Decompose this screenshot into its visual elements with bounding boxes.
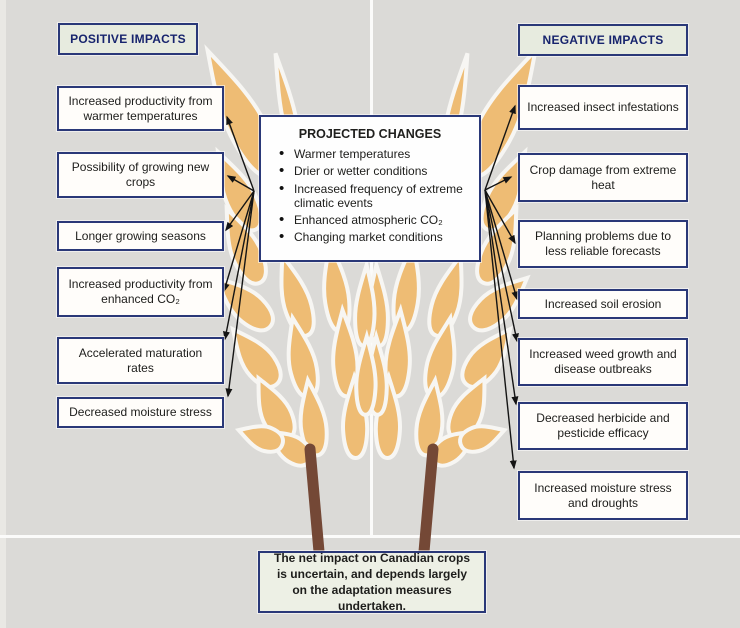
negative-impact-box-4: Increased soil erosion bbox=[518, 289, 688, 319]
projected-change-item: Increased frequency of extreme climatic … bbox=[277, 179, 469, 211]
projected-changes-list: Warmer temperatures Drier or wetter cond… bbox=[271, 145, 469, 247]
wheat-right-ear bbox=[367, 42, 552, 569]
negative-impact-box-1: Increased insect infestations bbox=[518, 85, 688, 130]
negative-impact-box-7: Increased moisture stress and droughts bbox=[518, 471, 688, 520]
left-edge-highlight bbox=[0, 0, 6, 628]
wheat-stem-left bbox=[304, 443, 326, 569]
negative-impacts-header: NEGATIVE IMPACTS bbox=[518, 24, 688, 56]
negative-impact-box-5: Increased weed growth and disease outbre… bbox=[518, 338, 688, 386]
wheat-left-ear bbox=[191, 42, 376, 569]
positive-impact-box-6: Decreased moisture stress bbox=[57, 397, 224, 428]
positive-impact-box-1: Increased productivity from warmer tempe… bbox=[57, 86, 224, 131]
positive-impact-box-5: Accelerated maturation rates bbox=[57, 337, 224, 384]
positive-impact-box-4: Increased productivity from enhanced CO₂ bbox=[57, 267, 224, 317]
wheat-stem-right bbox=[417, 443, 439, 569]
arrows-to-negative bbox=[484, 104, 519, 470]
projected-change-item: Warmer temperatures bbox=[277, 145, 469, 163]
positive-impact-box-2: Possibility of growing new crops bbox=[57, 152, 224, 198]
projected-change-item: Drier or wetter conditions bbox=[277, 162, 469, 180]
horizontal-fold-line bbox=[0, 535, 740, 538]
negative-impact-box-3: Planning problems due to less reliable f… bbox=[518, 220, 688, 268]
net-impact-note: The net impact on Canadian crops is unce… bbox=[258, 551, 486, 613]
vertical-fold-line bbox=[370, 0, 373, 537]
positive-impacts-header: POSITIVE IMPACTS bbox=[58, 23, 198, 55]
negative-impact-box-2: Crop damage from extreme heat bbox=[518, 153, 688, 202]
projected-change-item: Changing market conditions bbox=[277, 228, 469, 246]
projected-change-item: Enhanced atmospheric CO₂ bbox=[277, 211, 469, 229]
projected-changes-title: PROJECTED CHANGES bbox=[298, 127, 442, 141]
positive-impact-box-3: Longer growing seasons bbox=[57, 221, 224, 251]
arrows-to-positive bbox=[222, 115, 255, 398]
negative-impact-box-6: Decreased herbicide and pesticide effica… bbox=[518, 402, 688, 450]
projected-changes-box: PROJECTED CHANGES Warmer temperatures Dr… bbox=[259, 115, 481, 262]
